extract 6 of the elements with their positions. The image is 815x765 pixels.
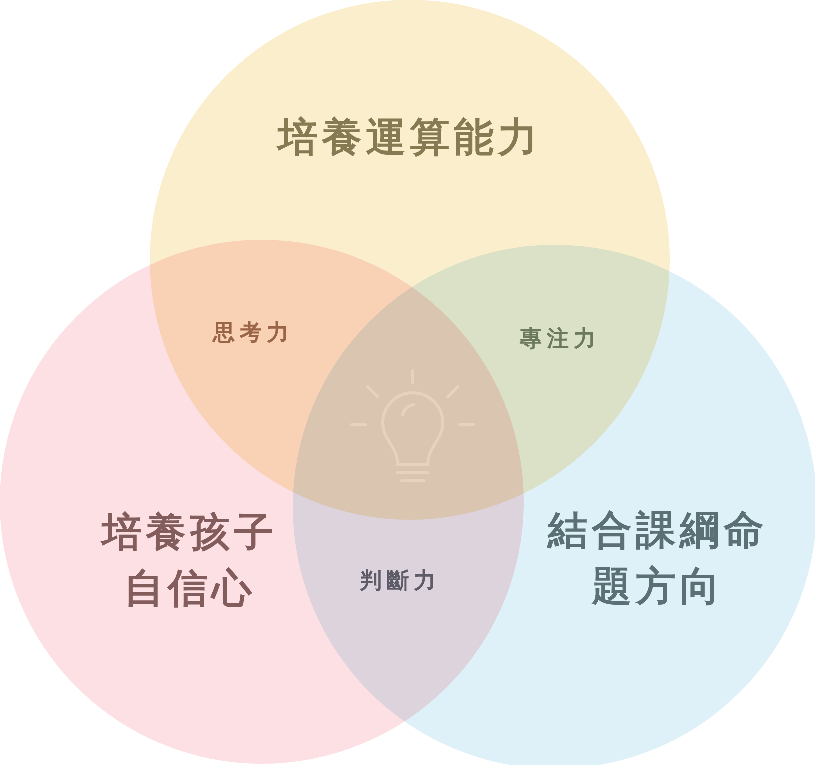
circle-title: 培養運算能力 — [276, 114, 543, 163]
overlap-label: 判斷力 — [360, 568, 441, 596]
circle-title: 結合課綱命題方向 — [546, 507, 769, 612]
overlap-label: 思考力 — [213, 320, 294, 348]
circle-title: 培養孩子自信心 — [100, 509, 279, 614]
overlap-label: 專注力 — [520, 326, 601, 354]
